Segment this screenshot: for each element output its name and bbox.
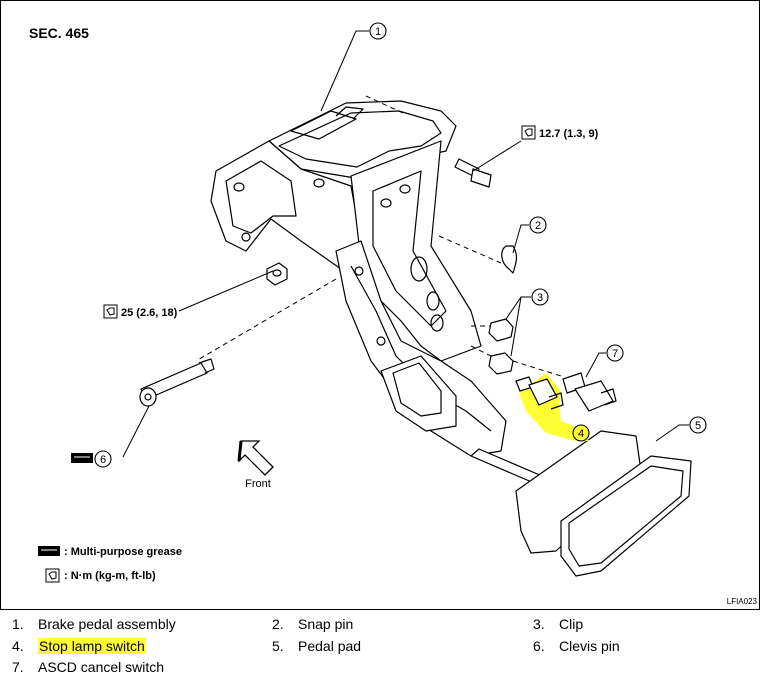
part-item-7: 7. ASCD cancel switch	[12, 659, 164, 675]
callout-4	[572, 424, 590, 442]
part-number: 6.	[533, 638, 545, 654]
torque-left: 25 (2.6, 18)	[103, 304, 178, 319]
part-name: Pedal pad	[298, 638, 362, 654]
part-item-1: 1. Brake pedal assembly	[12, 616, 176, 632]
callout-1	[369, 22, 387, 40]
part-number: 5.	[272, 638, 284, 654]
callout-5-label: 5	[695, 420, 701, 432]
torque-legend-icon	[45, 568, 60, 583]
callout-3-label: 3	[537, 292, 543, 304]
part-name: Clip	[559, 616, 584, 632]
nut-left	[266, 262, 288, 286]
callout-6	[94, 450, 112, 468]
callout-7	[606, 344, 624, 362]
front-arrow-icon	[237, 440, 274, 476]
callout-2	[529, 216, 547, 234]
part-number: 1.	[12, 616, 24, 632]
grease-legend-text: : Multi-purpose grease	[64, 546, 182, 558]
callout-1-label: 1	[375, 26, 381, 38]
callout-3	[531, 288, 549, 306]
clevis-pin	[139, 358, 215, 407]
callout-7-label: 7	[612, 348, 618, 360]
grease-symbol-6	[71, 453, 93, 463]
part-item-5: 5. Pedal pad	[272, 638, 361, 654]
section-label: SEC. 465	[29, 25, 89, 41]
part-name: Clevis pin	[559, 638, 620, 654]
part-name-highlighted: Stop lamp switch	[38, 638, 146, 654]
pedal-pad	[515, 430, 692, 577]
stop-lamp-switch	[515, 373, 589, 441]
grease-legend-icon	[38, 546, 60, 556]
callout-4-label: 4	[578, 428, 584, 440]
torque-upper: 12.7 (1.3, 9)	[521, 125, 599, 140]
part-name: ASCD cancel switch	[38, 659, 165, 675]
callout-5	[689, 416, 707, 434]
callout-6-label: 6	[100, 454, 106, 466]
part-item-3: 3. Clip	[533, 616, 583, 632]
part-name: Brake pedal assembly	[38, 616, 176, 632]
figure-code: LFIA023	[726, 597, 757, 606]
brake-pedal-bracket	[210, 100, 550, 487]
torque-left-value: 25 (2.6, 18)	[121, 307, 178, 319]
brake-pedal-diagram: 1 2 3 4 5 6 7 12.7 (1.3, 9) 25 (2.6, 18)	[38, 22, 707, 583]
part-number: 4.	[12, 638, 24, 654]
front-label: Front	[245, 478, 271, 490]
part-number: 3.	[533, 616, 545, 632]
part-number: 7.	[12, 659, 24, 675]
callout-2-label: 2	[535, 220, 541, 232]
bolt-upper	[454, 158, 492, 188]
torque-legend-text: : N·m (kg-m, ft-lb)	[64, 570, 156, 582]
clips	[488, 318, 514, 375]
ascd-switch	[562, 372, 617, 412]
part-item-2: 2. Snap pin	[272, 616, 353, 632]
part-number: 2.	[272, 616, 284, 632]
part-item-4: 4. Stop lamp switch	[12, 638, 146, 654]
diagram-frame: SEC. 465	[0, 0, 760, 610]
part-item-6: 6. Clevis pin	[533, 638, 620, 654]
torque-upper-value: 12.7 (1.3, 9)	[539, 128, 599, 140]
part-name: Snap pin	[298, 616, 354, 632]
